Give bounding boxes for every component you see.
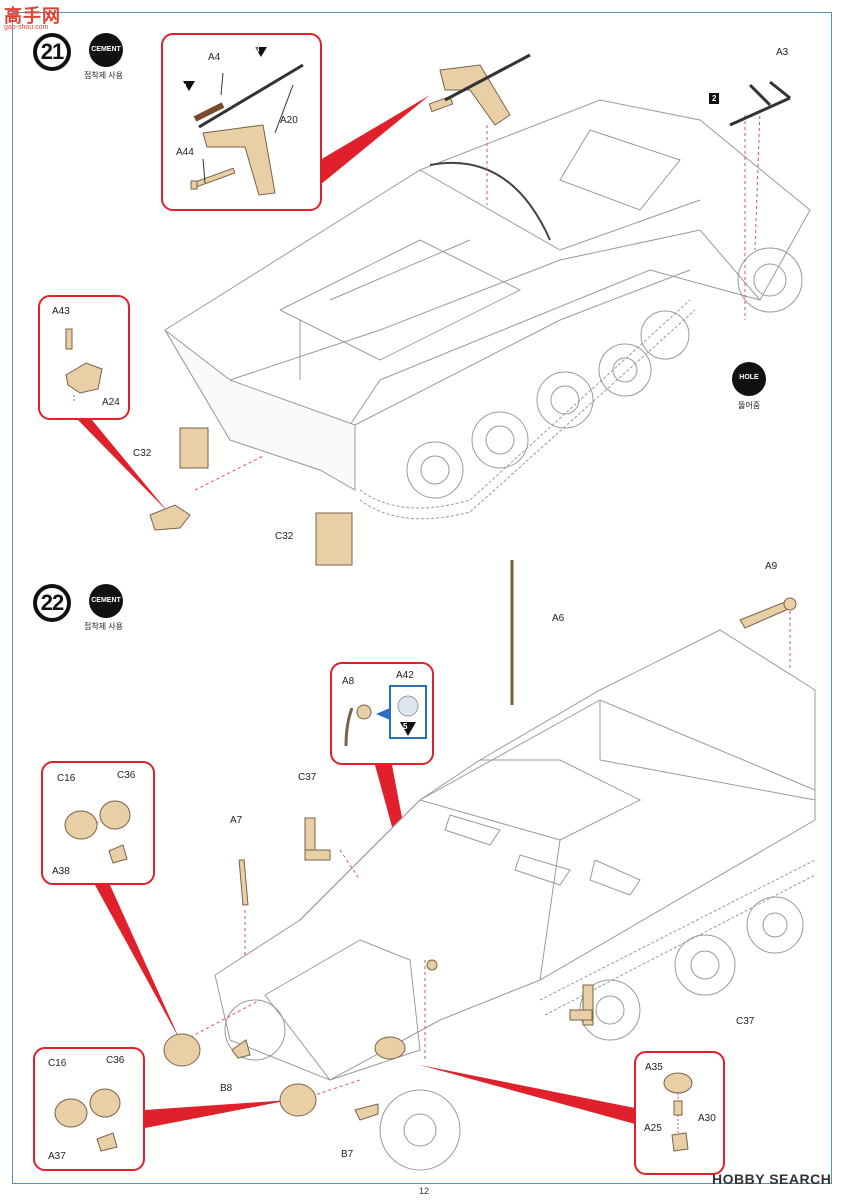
watermark-logo: 高手网 [4,6,61,26]
label-c36-bottom: C36 [106,1055,125,1066]
page-number: 12 [419,1186,430,1196]
label-a38: A38 [52,866,70,877]
cement-sub-22: 접착제 사용 [84,622,124,631]
label-c32-left: C32 [133,448,152,459]
marker-1: 1 [183,83,188,92]
step-22-number: 22 [33,584,71,622]
label-a20: A20 [280,115,298,126]
label-a37: A37 [48,1151,66,1162]
label-a4: A4 [208,52,221,63]
machine-gun-assembly [183,47,304,196]
hobby-search-logo: HOBBY SEARCH [712,1171,832,1187]
label-a25: A25 [644,1123,662,1134]
label-c16-top: C16 [57,773,76,784]
label-a42: A42 [396,670,414,681]
label-a43: A43 [52,306,70,317]
tow-hitch-assembly [65,328,103,401]
label-c16-bottom: C16 [48,1058,67,1069]
headlight-top-assembly [64,800,131,864]
label-c36-top: C36 [117,770,136,781]
callout-machine-gun [161,33,322,211]
label-c37-top: C37 [298,772,317,783]
headlight-bottom-assembly [54,1088,121,1152]
cement-badge-21: CEMENT [89,33,123,67]
cement-badge-22: CEMENT [89,584,123,618]
mirror-assembly [344,685,427,747]
callout-horn [634,1051,725,1175]
label-a3: A3 [776,47,789,58]
marker-3: 3 [255,45,260,54]
step-21-number: 21 [33,33,71,71]
label-a35: A35 [645,1062,663,1073]
callout-headlight-bottom [33,1047,145,1171]
label-a24: A24 [102,397,120,408]
label-a7: A7 [230,815,243,826]
hole-sub: 뚫어줌 [738,401,761,410]
callout-mirror [330,662,434,765]
label-c32-bottom: C32 [275,531,294,542]
label-a9: A9 [765,561,778,572]
marker-5: 5 [403,722,408,731]
label-b7: B7 [341,1149,354,1160]
label-a30: A30 [698,1113,716,1124]
label-a6: A6 [552,613,565,624]
watermark-site: gao-shou.com [4,24,49,31]
callout-tow-hitch [38,295,130,420]
horn-assembly [663,1072,693,1152]
callout-headlight-top [41,761,155,885]
page-frame [12,12,832,1184]
label-a44: A44 [176,147,194,158]
label-b8: B8 [220,1083,233,1094]
hole-badge: HOLE [739,374,759,381]
marker-2: 2 [709,93,720,104]
cement-sub-21: 접착제 사용 [84,71,124,80]
label-a8: A8 [342,676,355,687]
label-c37-right: C37 [736,1016,755,1027]
